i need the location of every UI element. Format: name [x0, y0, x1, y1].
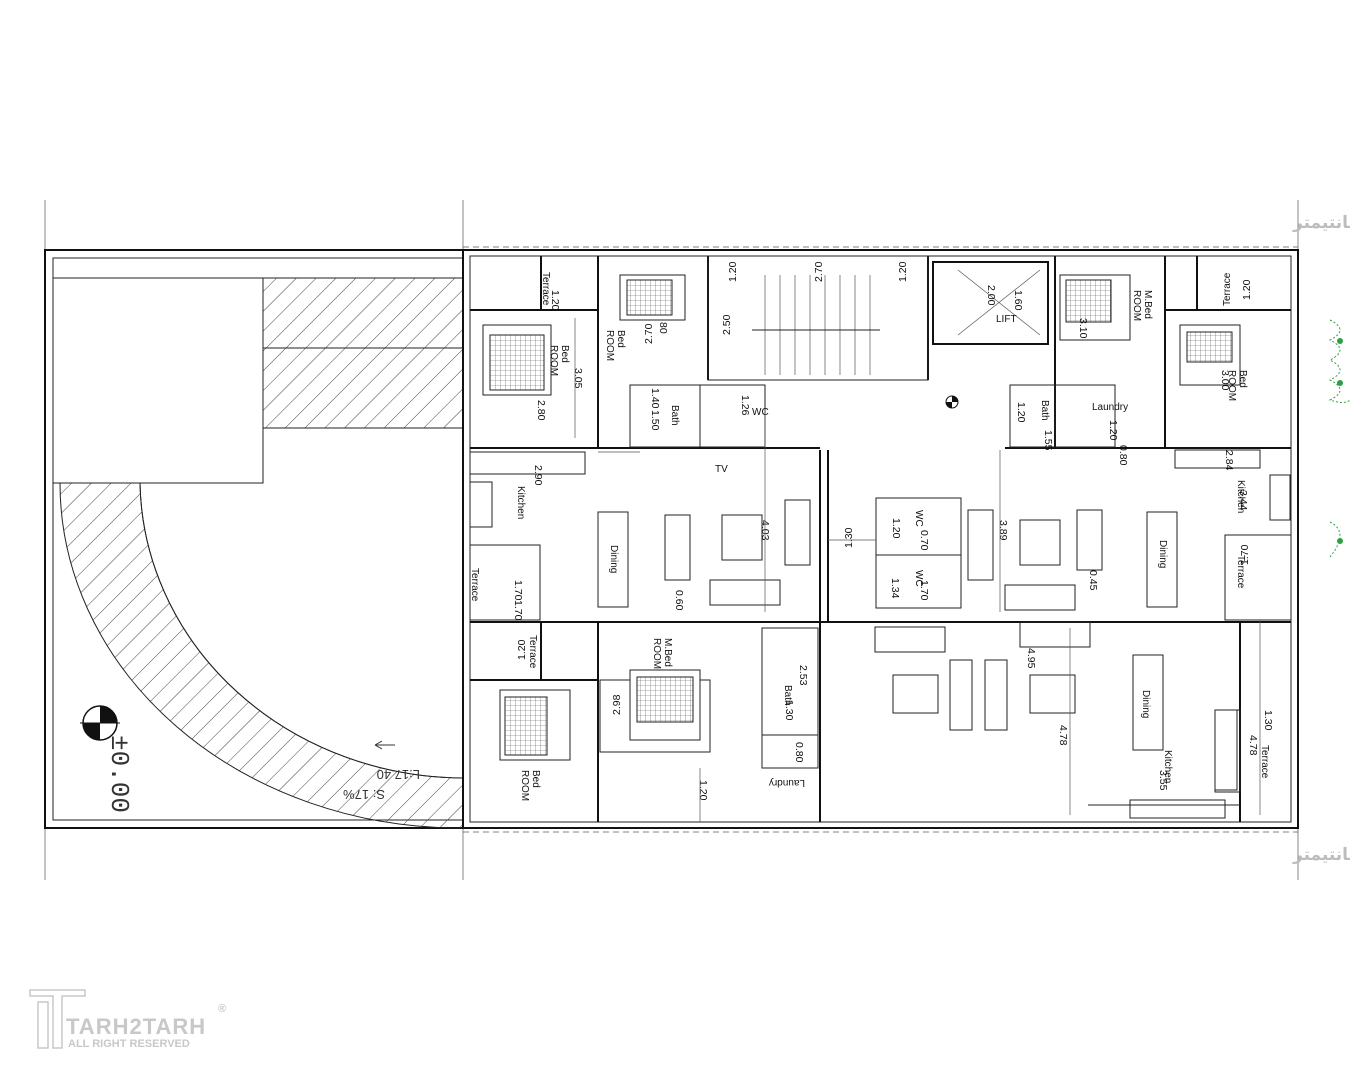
dim-d21: 0.80 [1117, 445, 1129, 466]
dim-d9: 1.20 [727, 261, 739, 282]
dim-d22: 2.90 [532, 465, 544, 486]
dim-d47: 0.60 [673, 590, 685, 611]
watermark-logo [29, 989, 86, 1049]
label-dining-f: Dining [1140, 690, 1151, 718]
label-bath-a: Bath [669, 405, 680, 426]
ramp-length: L:17.40 [377, 767, 420, 782]
level-label: ±0.00 [104, 735, 134, 813]
dim-d31: 3.89 [997, 520, 1009, 541]
label-lift: LIFT [996, 314, 1017, 325]
north-marker-icon [945, 395, 959, 409]
dim-d30: 1.34 [889, 578, 901, 599]
dim-d7: 1.50 [649, 410, 661, 431]
dim-d33: 1.20 [516, 639, 528, 660]
dim-d40: 4.78 [1057, 725, 1069, 746]
label-bed-room-b: BedROOM [604, 330, 626, 361]
living-furniture [469, 449, 1291, 819]
dim-d34: 2.98 [611, 694, 623, 715]
dim-d45: 3.44 [1237, 490, 1249, 511]
dim-d32: 1.70 [1239, 544, 1251, 565]
dim-d14: 1.60 [1012, 290, 1024, 311]
dim-d28: 0.70 [918, 530, 930, 551]
dim-d43: 3.55 [1157, 770, 1169, 791]
dim-d27: 1.20 [890, 518, 902, 539]
dim-d12: 1.20 [897, 261, 909, 282]
ramp-arrow-icon [374, 740, 395, 750]
dim-d39: 4.95 [1025, 648, 1037, 669]
watermark-reg: ® [218, 1003, 226, 1015]
label-bath-c: Bath [782, 685, 793, 706]
dim-d17: 3.00 [1219, 370, 1231, 391]
label-wc-e1: WC [913, 510, 924, 527]
dim-d20: 1.20 [1107, 420, 1119, 441]
gear-marker-icon [1328, 319, 1350, 558]
dim-d26: 1.30 [843, 527, 855, 548]
dim-d2: 3.05 [572, 368, 584, 389]
dim-d37: 0.80 [793, 742, 805, 763]
dim-d6: 1.40 [649, 388, 661, 409]
joint-note-top: درز انقطاع : ۱۲ سانتیمتر [1292, 213, 1350, 233]
dim-d1: 1.20 [549, 290, 561, 311]
dim-d3: 2.80 [535, 400, 547, 421]
dim-d15: 3.10 [1077, 318, 1089, 339]
dimension-lines [574, 318, 1261, 822]
label-mbed-c: M.BedROOM [651, 638, 673, 669]
dim-d25: 1.70 [512, 600, 524, 621]
label-bath-d: Bath [1039, 400, 1050, 421]
dim-d5: 80 [657, 322, 669, 334]
bed-furniture [482, 274, 1241, 761]
building-walls [462, 249, 1299, 829]
label-terrace-c: Terrace [527, 635, 538, 669]
ramp-slope: S: 17% [343, 787, 385, 802]
dim-d36: 1.30 [783, 700, 795, 721]
label-kitchen-a: Kitchen [515, 486, 526, 519]
label-terrace-e: Terrace [1235, 555, 1246, 589]
dim-d16: 1.20 [1241, 279, 1253, 300]
label-laundry-c: Laundry [769, 777, 805, 788]
courtyard-ramp [44, 249, 464, 829]
label-terrace-b: Terrace [469, 568, 480, 602]
label-terrace-f: Terrace [1259, 745, 1270, 779]
dim-d11: 2.70 [813, 261, 825, 282]
label-terrace-a: Terrace [540, 272, 551, 306]
dim-d19: 1.55 [1042, 430, 1054, 451]
dim-d35: 2.53 [797, 665, 809, 686]
dim-d44: 2.84 [1223, 450, 1235, 471]
stair-treads [752, 275, 880, 375]
watermark-main: TARH2TARH [66, 1014, 206, 1039]
label-mbed-d: M.BedROOM [1131, 290, 1153, 321]
label-bed-room-d: BedROOM [1226, 370, 1248, 401]
dim-d24: 1.70 [512, 580, 524, 601]
label-wc-a: WC [752, 407, 769, 418]
watermark-sub: ALL RIGHT RESERVED [68, 1038, 190, 1050]
label-terrace-d: Terrace [1222, 272, 1233, 306]
dim-d42: 4.78 [1247, 735, 1259, 756]
label-kitchen-d: Kitchen [1235, 480, 1246, 513]
dimension-labels: 1.20 3.05 2.80 2.70 80 1.40 1.50 1.26 1.… [512, 261, 1274, 800]
label-dining-a: Dining [608, 545, 619, 573]
label-bed-room-c: BedROOM [519, 770, 541, 801]
dim-d41: 1.30 [1262, 710, 1274, 731]
joint-note-bottom: درز انقطاع : ۱۲ سانتیمتر [1292, 845, 1350, 865]
label-wc-e2: WC [913, 570, 924, 587]
label-kitchen-f: Kitchen [1162, 750, 1173, 783]
dim-d38: 1.20 [697, 780, 709, 801]
dim-d4: 2.70 [643, 323, 655, 344]
label-tv: TV [715, 464, 728, 475]
dim-d29: 1.70 [918, 580, 930, 601]
dim-d18: 1.20 [1015, 402, 1027, 423]
dim-d8: 1.26 [739, 395, 751, 416]
label-dining-d: Dining [1157, 540, 1168, 568]
dim-d13: 2.00 [985, 285, 997, 306]
dim-d46: 0.45 [1087, 570, 1099, 591]
label-laundry-d: Laundry [1092, 402, 1128, 413]
level-marker-icon [80, 705, 120, 741]
dim-d10: 2.50 [721, 314, 733, 335]
label-bed-room-a: BedROOM [548, 345, 570, 376]
